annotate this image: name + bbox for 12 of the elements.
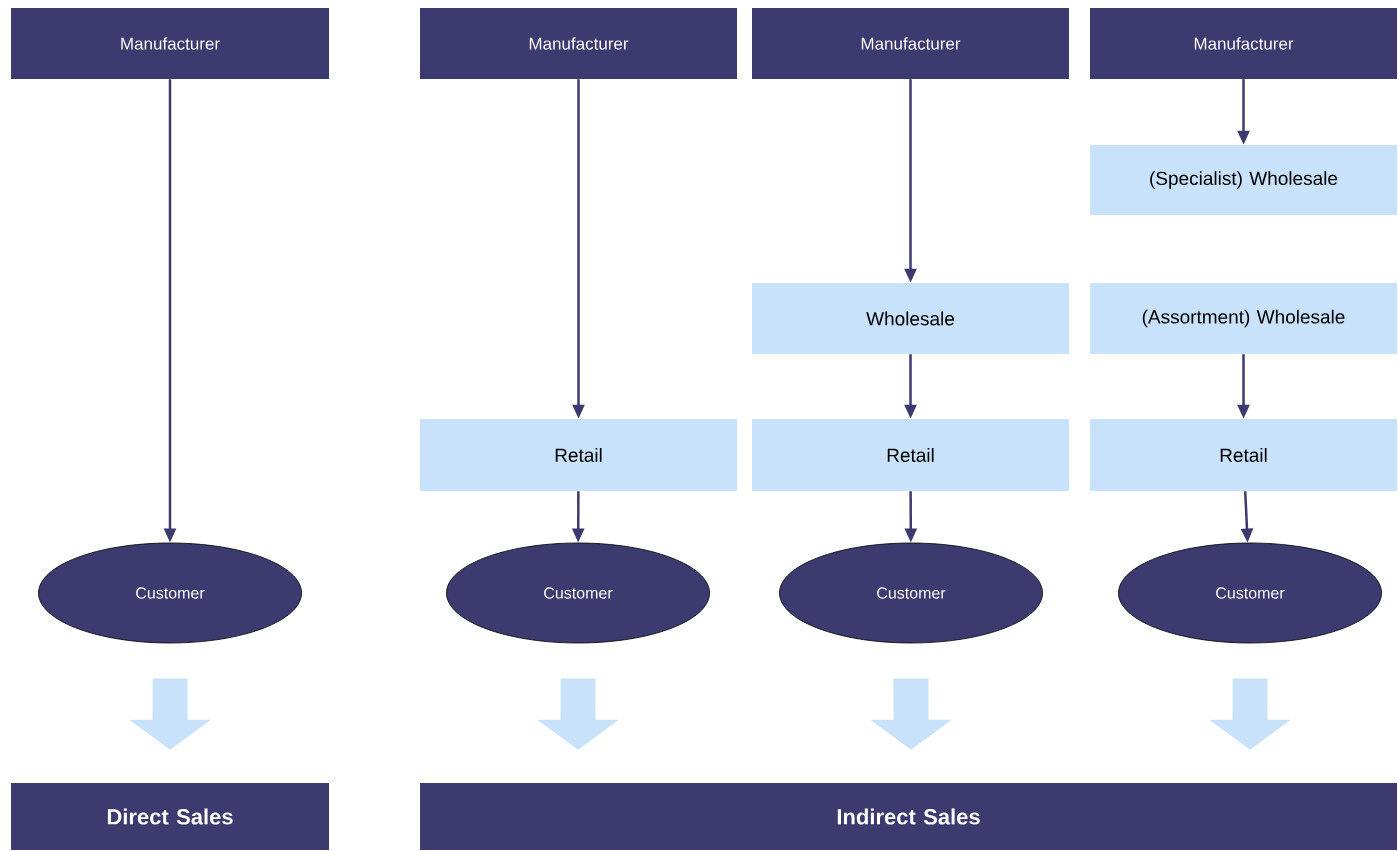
process-box: Retail [1090, 419, 1397, 491]
process-box: (Specialist) Wholesale [1090, 145, 1397, 215]
process-box: Wholesale [752, 283, 1069, 354]
process-box: Manufacturer [1090, 8, 1397, 79]
process-box: Manufacturer [420, 8, 737, 79]
process-box: Retail [420, 419, 737, 491]
process-box: Retail [752, 419, 1069, 491]
process-box: Manufacturer [11, 8, 329, 79]
sales-type-banner: Direct Sales [11, 783, 329, 850]
process-box: Manufacturer [752, 8, 1069, 79]
process-box: (Assortment) Wholesale [1090, 283, 1397, 354]
sales-type-banner: Indirect Sales [420, 783, 1397, 850]
